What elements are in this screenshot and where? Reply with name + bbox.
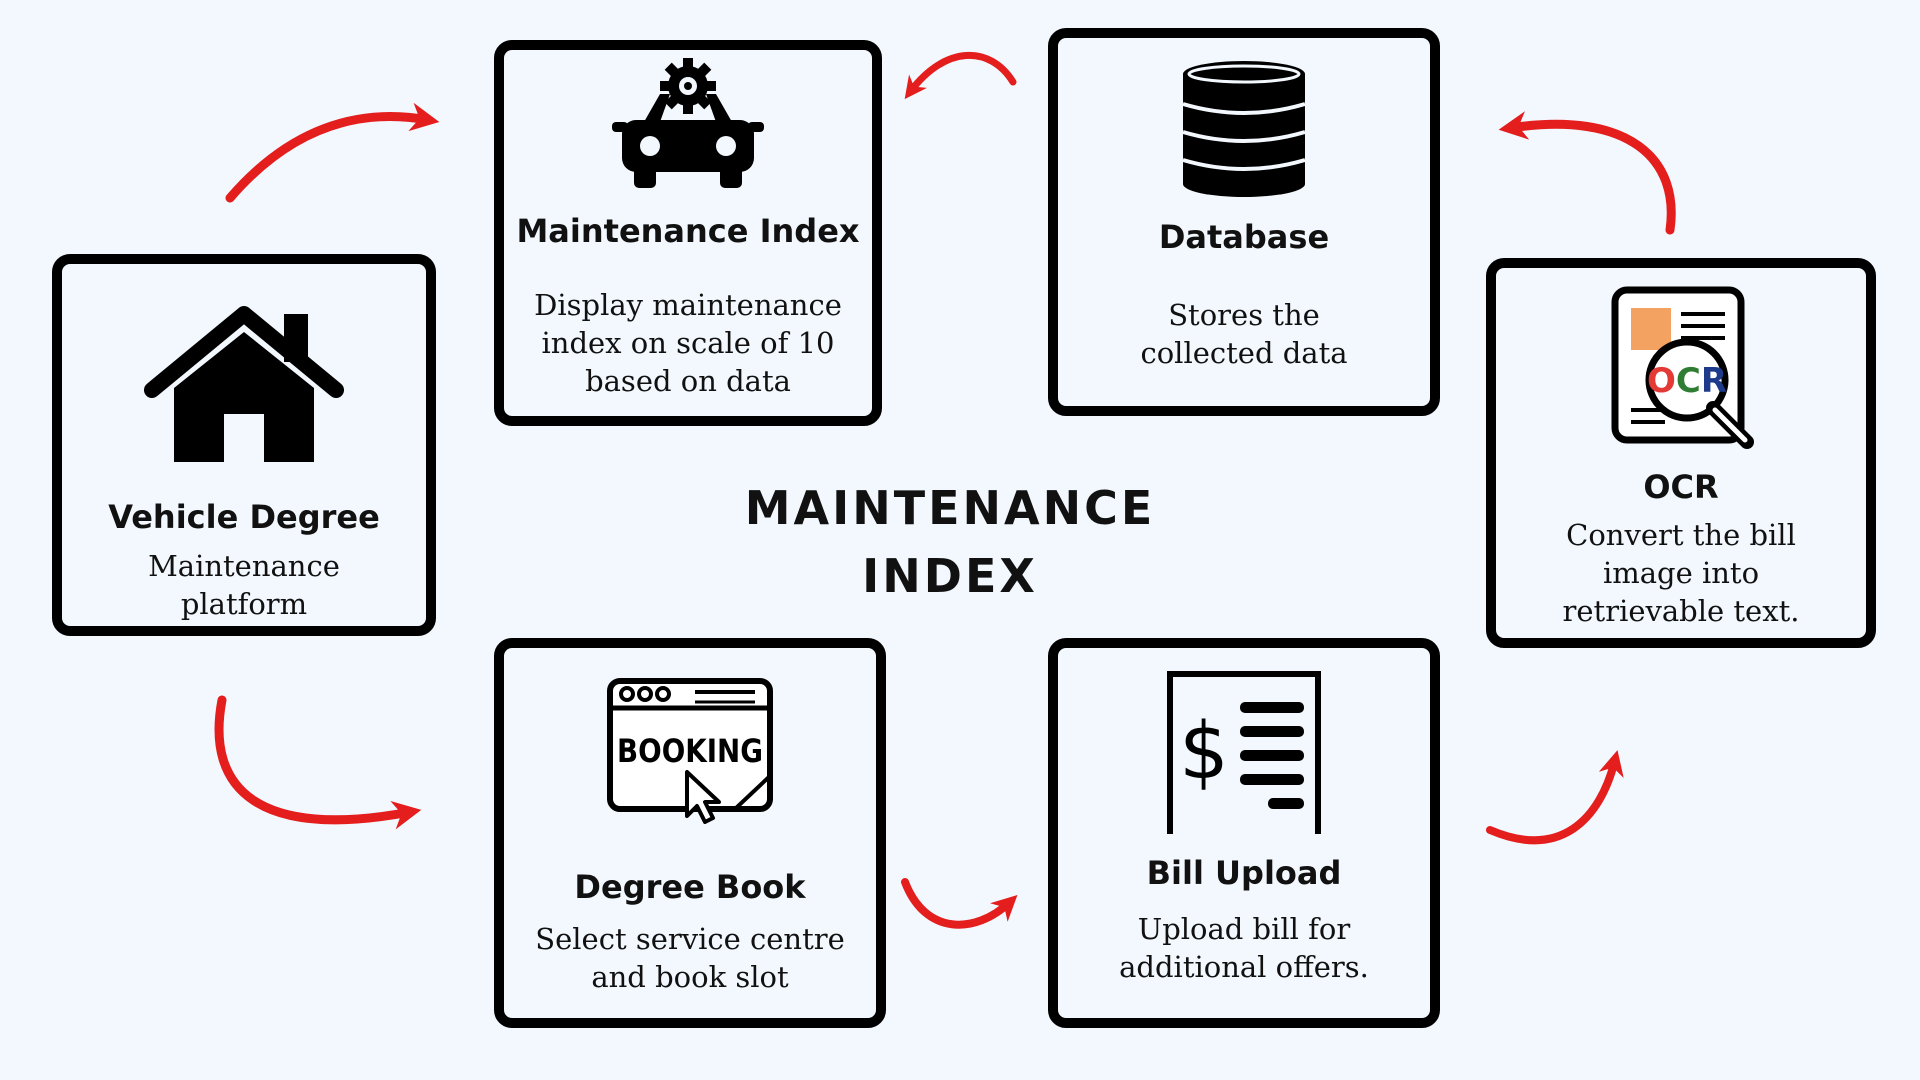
node-bill-upload: $ Bill Upload Upload bill for additional… bbox=[1048, 638, 1440, 1028]
desc-line: additional offers. bbox=[1119, 950, 1369, 984]
booking-window-icon: BOOKING bbox=[607, 678, 773, 824]
desc-line: Display maintenance bbox=[534, 288, 842, 322]
arrow-vehicle-to-booking bbox=[214, 695, 422, 830]
svg-text:$: $ bbox=[1179, 707, 1229, 797]
node-maintenance-index: Maintenance Index Display maintenance in… bbox=[494, 40, 882, 426]
desc-line: Stores the bbox=[1168, 298, 1320, 332]
node-ocr: OCR OCR Convert the bill image into retr… bbox=[1486, 258, 1876, 648]
arrow-ocr-to-database bbox=[1498, 111, 1676, 235]
house-icon bbox=[144, 306, 344, 462]
node-title: Maintenance Index bbox=[516, 212, 860, 250]
desc-line: platform bbox=[180, 587, 308, 621]
node-degree-book: BOOKING Degree Book Select service centr… bbox=[494, 638, 886, 1028]
desc-line: and book slot bbox=[591, 960, 789, 994]
node-description: Select service centre and book slot bbox=[514, 920, 866, 996]
node-title: Database bbox=[1158, 218, 1330, 256]
desc-line: Upload bill for bbox=[1137, 912, 1351, 946]
ocr-document-icon: OCR bbox=[1611, 286, 1754, 449]
arrow-booking-to-bill bbox=[901, 878, 1018, 929]
node-title: Degree Book bbox=[574, 868, 806, 906]
desc-line: image into bbox=[1602, 556, 1760, 590]
node-title: Bill Upload bbox=[1146, 854, 1342, 892]
node-description: Display maintenance index on scale of 10… bbox=[514, 286, 862, 400]
desc-line: retrievable text. bbox=[1562, 594, 1800, 628]
car-gear-icon bbox=[612, 58, 764, 188]
desc-line: Convert the bill bbox=[1566, 518, 1796, 552]
desc-line: Select service centre bbox=[535, 922, 845, 956]
node-title: Vehicle Degree bbox=[108, 498, 380, 536]
node-description: Stores the collected data bbox=[1068, 296, 1420, 372]
svg-text:BOOKING: BOOKING bbox=[617, 732, 763, 770]
svg-text:OCR: OCR bbox=[1647, 361, 1727, 401]
diagram-title-line: INDEX bbox=[862, 549, 1038, 603]
arrow-vehicle-to-maintenance bbox=[225, 102, 440, 203]
arrow-bill-to-ocr bbox=[1486, 750, 1624, 845]
diagram-title: MAINTENANCE INDEX bbox=[660, 474, 1240, 610]
node-vehicle-degree: Vehicle Degree Maintenance platform bbox=[52, 254, 436, 636]
node-description: Convert the bill image into retrievable … bbox=[1506, 516, 1856, 630]
node-title: OCR bbox=[1643, 468, 1719, 506]
desc-line: based on data bbox=[585, 364, 791, 398]
node-description: Upload bill for additional offers. bbox=[1068, 910, 1420, 986]
desc-line: Maintenance bbox=[148, 549, 340, 583]
desc-line: collected data bbox=[1140, 336, 1348, 370]
node-database: Database Stores the collected data bbox=[1048, 28, 1440, 416]
database-icon bbox=[1182, 61, 1306, 197]
desc-line: index on scale of 10 bbox=[541, 326, 835, 360]
diagram-title-line: MAINTENANCE bbox=[744, 481, 1156, 535]
bill-dollar-icon: $ bbox=[1167, 671, 1321, 834]
arrow-database-to-maintenance bbox=[904, 51, 1017, 100]
node-description: Maintenance platform bbox=[72, 547, 416, 623]
